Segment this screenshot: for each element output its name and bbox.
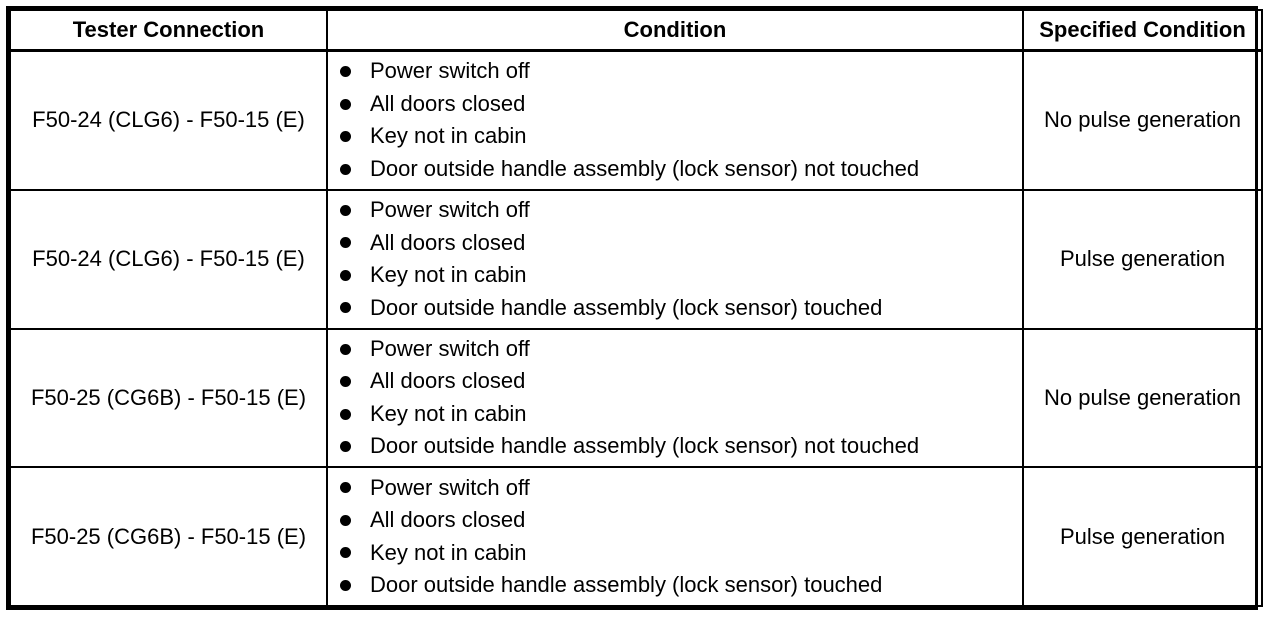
condition-item: Power switch off: [340, 472, 1022, 505]
tester-connection-text: F50-24 (CLG6) - F50-15 (E): [32, 107, 305, 133]
header-specified-condition: Specified Condition: [1022, 9, 1263, 52]
condition-item: All doors closed: [340, 88, 1022, 121]
header-tester-connection: Tester Connection: [9, 9, 328, 52]
condition-text: Key not in cabin: [370, 400, 527, 426]
specified-condition-text: No pulse generation: [1044, 107, 1241, 133]
condition-item: All doors closed: [340, 504, 1022, 537]
bullet-icon: [340, 269, 351, 281]
bullet-icon: [340, 482, 351, 494]
tester-connection-cell: F50-25 (CG6B) - F50-15 (E): [9, 466, 328, 607]
condition-text: All doors closed: [370, 229, 526, 255]
specified-condition-text: Pulse generation: [1059, 246, 1226, 272]
header-row: Tester Connection Condition Specified Co…: [9, 9, 1263, 52]
condition-list: Power switch off All doors closed Key no…: [328, 55, 1022, 185]
condition-text: Door outside handle assembly (lock senso…: [370, 433, 920, 459]
bullet-icon: [340, 441, 351, 453]
specified-condition-cell: Pulse generation: [1022, 188, 1263, 330]
table-row: F50-25 (CG6B) - F50-15 (E) Power switch …: [9, 327, 1263, 469]
condition-text: Power switch off: [370, 474, 530, 500]
condition-item: Door outside handle assembly (lock senso…: [340, 292, 1022, 325]
specified-condition-text: No pulse generation: [1044, 384, 1241, 410]
bullet-icon: [340, 547, 351, 559]
tester-connection-cell: F50-25 (CG6B) - F50-15 (E): [9, 327, 328, 469]
condition-list: Power switch off All doors closed Key no…: [328, 333, 1022, 463]
bullet-icon: [340, 163, 351, 175]
condition-text: Power switch off: [370, 58, 530, 84]
condition-item: Key not in cabin: [340, 259, 1022, 292]
header-condition: Condition: [326, 9, 1024, 52]
condition-text: All doors closed: [370, 90, 526, 116]
condition-item: Power switch off: [340, 55, 1022, 88]
condition-text: Door outside handle assembly (lock senso…: [370, 572, 883, 598]
table-row: F50-24 (CLG6) - F50-15 (E) Power switch …: [9, 49, 1263, 191]
tester-connection-text: F50-25 (CG6B) - F50-15 (E): [30, 384, 307, 410]
condition-cell: Power switch off All doors closed Key no…: [326, 49, 1024, 191]
condition-text: Key not in cabin: [370, 123, 527, 149]
bullet-icon: [340, 204, 351, 216]
bullet-icon: [340, 579, 351, 591]
tester-connection-cell: F50-24 (CLG6) - F50-15 (E): [9, 49, 328, 191]
condition-text: Door outside handle assembly (lock senso…: [370, 155, 920, 181]
condition-item: Power switch off: [340, 194, 1022, 227]
bullet-icon: [340, 376, 351, 388]
condition-item: All doors closed: [340, 227, 1022, 260]
specified-condition-cell: No pulse generation: [1022, 49, 1263, 191]
bullet-icon: [340, 98, 351, 110]
condition-item: Key not in cabin: [340, 398, 1022, 431]
tester-connection-text: F50-25 (CG6B) - F50-15 (E): [30, 523, 307, 549]
condition-text: All doors closed: [370, 507, 526, 533]
condition-item: Key not in cabin: [340, 537, 1022, 570]
specified-condition-text: Pulse generation: [1059, 523, 1226, 549]
bullet-icon: [340, 302, 351, 314]
table-row: F50-24 (CLG6) - F50-15 (E) Power switch …: [9, 188, 1263, 330]
table-row: F50-25 (CG6B) - F50-15 (E) Power switch …: [9, 466, 1263, 607]
condition-item: Door outside handle assembly (lock senso…: [340, 430, 1022, 463]
condition-cell: Power switch off All doors closed Key no…: [326, 466, 1024, 607]
spec-table-container: Tester Connection Condition Specified Co…: [6, 6, 1263, 610]
tester-connection-text: F50-24 (CLG6) - F50-15 (E): [32, 246, 305, 272]
bullet-icon: [340, 66, 351, 78]
condition-item: All doors closed: [340, 365, 1022, 398]
condition-item: Door outside handle assembly (lock senso…: [340, 153, 1022, 186]
condition-cell: Power switch off All doors closed Key no…: [326, 327, 1024, 469]
condition-cell: Power switch off All doors closed Key no…: [326, 188, 1024, 330]
condition-list: Power switch off All doors closed Key no…: [328, 472, 1022, 602]
condition-text: Key not in cabin: [370, 539, 527, 565]
tester-connection-table: Tester Connection Condition Specified Co…: [9, 9, 1263, 607]
bullet-icon: [340, 514, 351, 526]
condition-item: Power switch off: [340, 333, 1022, 366]
specified-condition-cell: Pulse generation: [1022, 466, 1263, 607]
bullet-icon: [340, 343, 351, 355]
condition-text: Key not in cabin: [370, 262, 527, 288]
condition-text: Power switch off: [370, 197, 530, 223]
specified-condition-cell: No pulse generation: [1022, 327, 1263, 469]
tester-connection-cell: F50-24 (CLG6) - F50-15 (E): [9, 188, 328, 330]
condition-list: Power switch off All doors closed Key no…: [328, 194, 1022, 324]
condition-item: Key not in cabin: [340, 120, 1022, 153]
condition-text: Power switch off: [370, 335, 530, 361]
condition-text: Door outside handle assembly (lock senso…: [370, 294, 883, 320]
condition-text: All doors closed: [370, 368, 526, 394]
bullet-icon: [340, 131, 351, 143]
bullet-icon: [340, 237, 351, 249]
bullet-icon: [340, 408, 351, 420]
condition-item: Door outside handle assembly (lock senso…: [340, 569, 1022, 602]
